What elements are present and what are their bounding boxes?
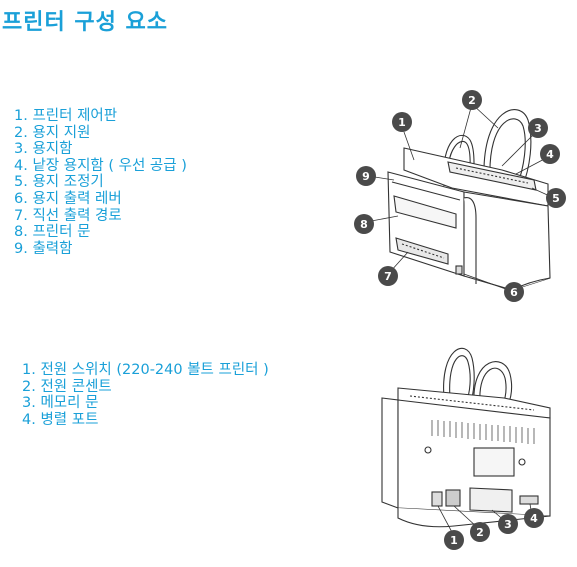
svg-text:2: 2 xyxy=(468,94,476,107)
list-item: 4. 병렬 포트 xyxy=(22,411,99,428)
list-item: 3. 메모리 문 xyxy=(22,395,99,412)
svg-text:4: 4 xyxy=(546,148,554,161)
callout-8: 8 xyxy=(354,214,374,234)
front-components-list: 1. 프린터 제어판 2. 용지 지원 3. 용지함 4. 낱장 용지함 ( 우… xyxy=(14,108,187,257)
callout-3: 3 xyxy=(528,118,548,138)
list-item: 9. 출력함 xyxy=(14,240,73,257)
svg-text:4: 4 xyxy=(530,512,538,525)
printer-rear-illustration: 1 2 3 4 xyxy=(381,347,551,550)
svg-text:2: 2 xyxy=(476,526,484,539)
callout-2: 2 xyxy=(470,522,490,542)
list-item: 7. 직선 출력 경로 xyxy=(14,207,122,224)
callout-5: 5 xyxy=(546,188,566,208)
front-callouts: 1 2 3 4 5 6 7 8 xyxy=(354,90,566,302)
callout-7: 7 xyxy=(378,266,398,286)
rear-callouts: 1 2 3 4 xyxy=(444,508,544,550)
callout-3: 3 xyxy=(498,514,518,534)
svg-text:3: 3 xyxy=(504,518,512,531)
callout-2: 2 xyxy=(462,90,482,110)
callout-1: 1 xyxy=(444,530,464,550)
svg-text:1: 1 xyxy=(450,534,458,547)
callout-4: 4 xyxy=(524,508,544,528)
list-item: 2. 전원 콘센트 xyxy=(22,378,112,395)
rear-components-list: 1. 전원 스위치 (220-240 볼트 프린터 ) 2. 전원 콘센트 3.… xyxy=(22,362,269,428)
list-item: 2. 용지 지원 xyxy=(14,124,91,141)
list-item: 1. 프린터 제어판 xyxy=(14,108,118,124)
list-item: 4. 낱장 용지함 ( 우선 공급 ) xyxy=(14,157,187,174)
list-item: 3. 용지함 xyxy=(14,141,73,158)
list-item: 5. 용지 조정기 xyxy=(14,174,104,191)
list-item: 8. 프린터 문 xyxy=(14,224,91,241)
page-title: 프린터 구성 요소 xyxy=(2,10,168,35)
callout-9: 9 xyxy=(356,166,376,186)
svg-text:9: 9 xyxy=(362,170,370,183)
callout-6: 6 xyxy=(504,282,524,302)
list-item: 6. 용지 출력 레버 xyxy=(14,190,122,207)
printer-front-illustration: 1 2 3 4 5 6 7 8 xyxy=(354,90,566,302)
svg-text:5: 5 xyxy=(552,192,560,205)
callout-1: 1 xyxy=(392,112,412,132)
svg-text:6: 6 xyxy=(510,286,518,299)
svg-text:8: 8 xyxy=(360,218,368,231)
svg-text:1: 1 xyxy=(398,116,406,129)
callout-4: 4 xyxy=(540,144,560,164)
svg-text:3: 3 xyxy=(534,122,542,135)
svg-text:7: 7 xyxy=(384,270,392,283)
list-item: 1. 전원 스위치 (220-240 볼트 프린터 ) xyxy=(22,362,269,378)
